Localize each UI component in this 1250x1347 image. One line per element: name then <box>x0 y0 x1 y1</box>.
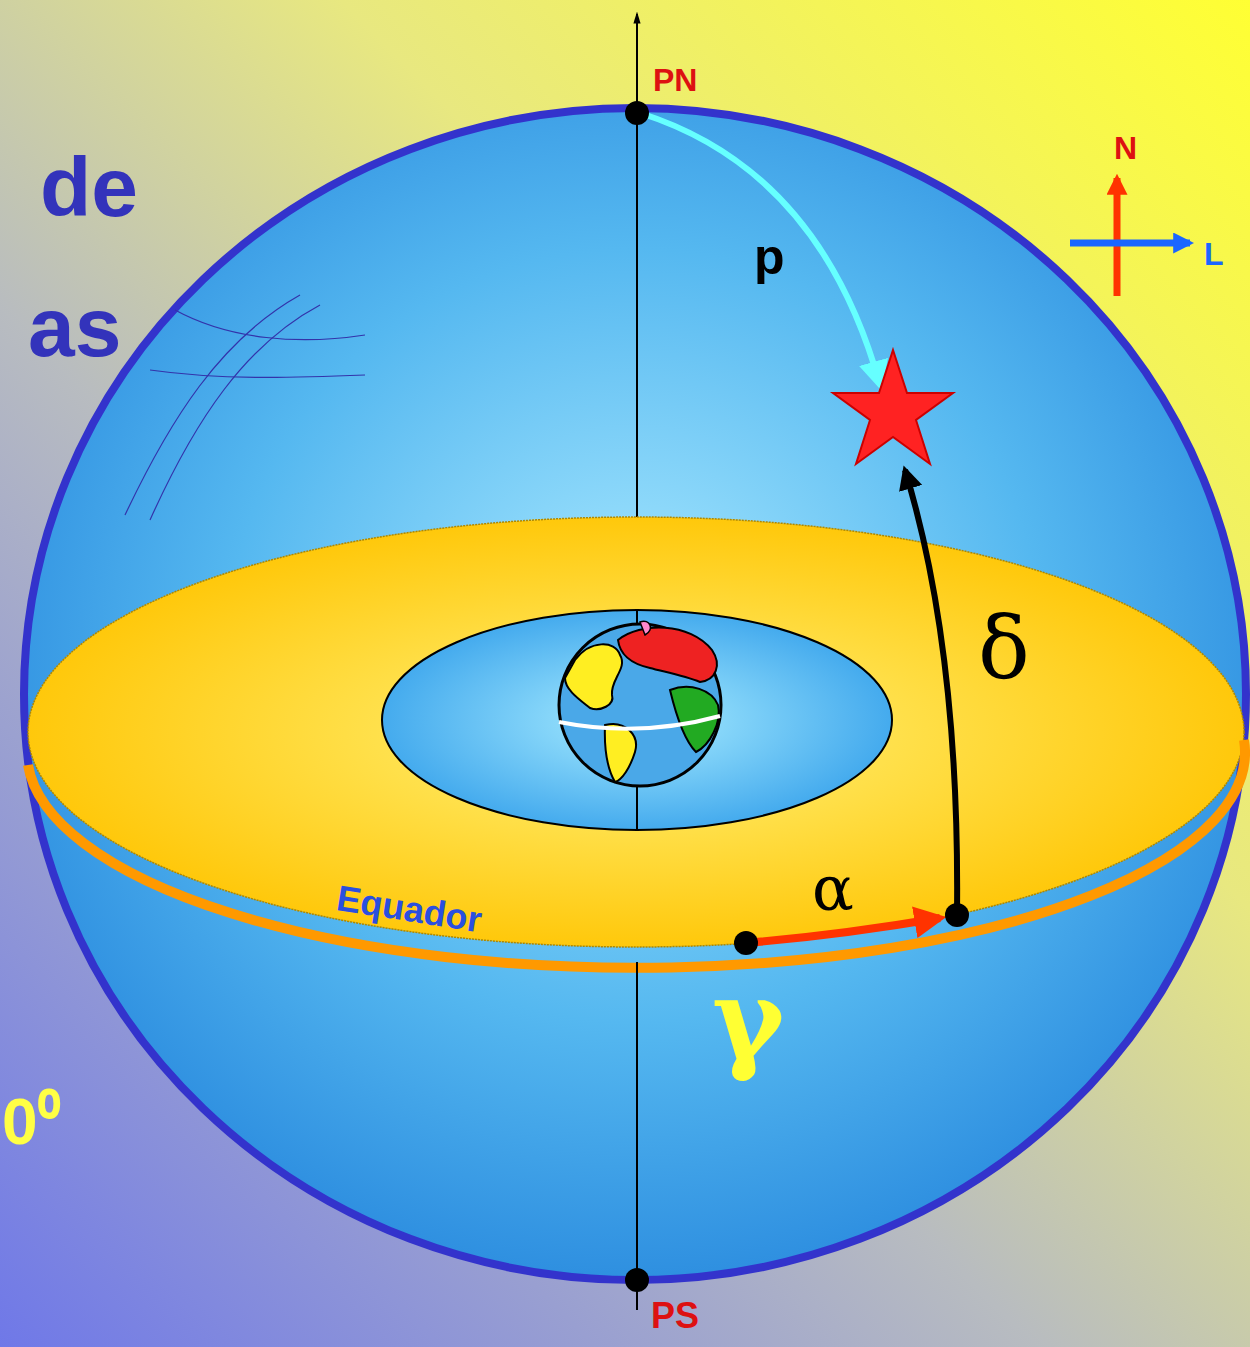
angle-note: 0⁰ <box>2 1090 60 1154</box>
title-fragment: as <box>28 285 121 369</box>
pole-label: PN <box>653 64 697 96</box>
earth-icon <box>559 621 721 786</box>
star-icon <box>833 350 953 464</box>
title-fragment: de <box>40 145 138 229</box>
compass-label: N <box>1114 132 1137 164</box>
declination-label: δ <box>978 605 1030 691</box>
vernal-point-label: γ <box>712 965 785 1075</box>
pole-label: PS <box>651 1298 699 1334</box>
polar-distance-label: p <box>754 232 785 282</box>
compass-label: L <box>1204 238 1224 270</box>
right-ascension-label: α <box>812 858 854 920</box>
